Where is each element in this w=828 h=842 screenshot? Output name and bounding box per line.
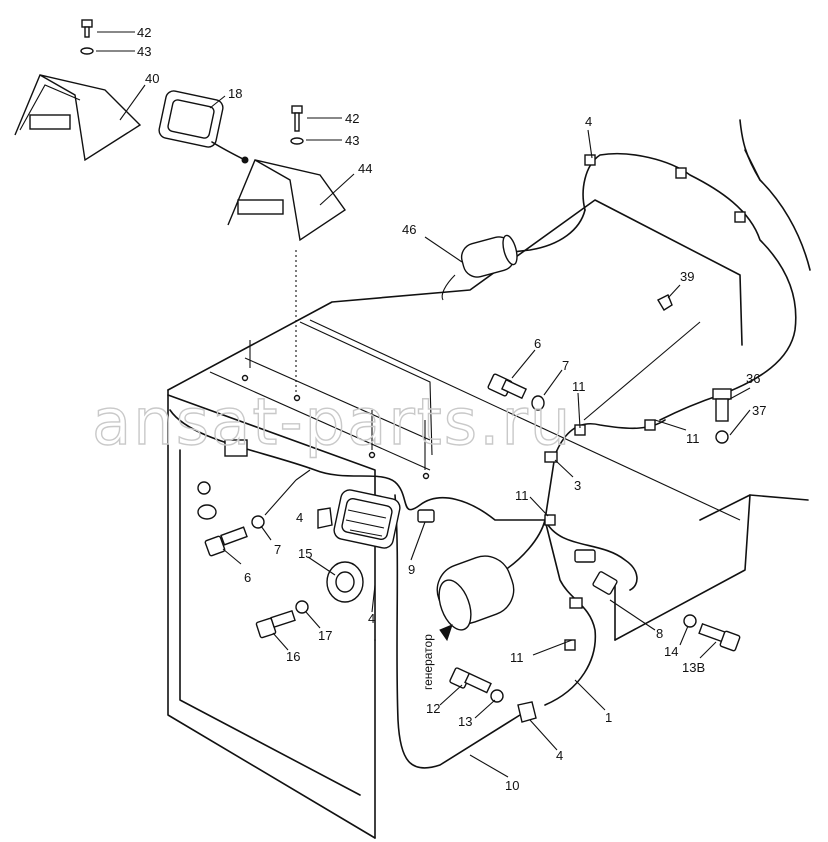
callout-44: 44 — [358, 161, 372, 176]
condenser-46 — [460, 234, 518, 278]
callout-4-left: 4 — [296, 510, 303, 525]
lamp-cover-40 — [14, 74, 142, 162]
bolt-36 — [712, 388, 732, 444]
connector-9 — [417, 509, 435, 523]
callout-11-b: 11 — [686, 431, 700, 446]
body-housing — [167, 199, 809, 839]
bolt-42-top — [80, 19, 94, 55]
bolt-13b — [683, 614, 741, 652]
callout-13: 13 — [458, 714, 472, 729]
callout-4-bottom: 4 — [556, 748, 563, 763]
work-lamp-18 — [158, 90, 249, 164]
callout-37: 37 — [752, 403, 766, 418]
callout-4-top: 4 — [585, 114, 592, 129]
watermark: ansat-parts.ru — [92, 386, 572, 460]
callout-11-c: 11 — [515, 488, 529, 503]
callout-3: 3 — [574, 478, 581, 493]
callout-40: 40 — [145, 71, 159, 86]
callout-10: 10 — [505, 778, 519, 793]
callout-39: 39 — [680, 269, 694, 284]
callout-43-top: 43 — [137, 44, 151, 59]
callout-43-mid: 43 — [345, 133, 359, 148]
alternator-label: генератор — [421, 634, 435, 690]
horn-15 — [326, 561, 364, 603]
bolt-16 — [255, 600, 309, 639]
callout-36: 36 — [746, 371, 760, 386]
callout-42-mid: 42 — [345, 111, 359, 126]
leader-lines — [96, 31, 751, 778]
callout-4-mid: 4 — [368, 611, 375, 626]
callout-15: 15 — [298, 546, 312, 561]
callout-6-right: 6 — [534, 336, 541, 351]
callout-1: 1 — [605, 710, 612, 725]
connector-4-bottom — [517, 701, 537, 723]
callout-14: 14 — [664, 644, 678, 659]
callout-16: 16 — [286, 649, 300, 664]
callout-6-left: 6 — [244, 570, 251, 585]
left-bolts — [197, 439, 265, 557]
bolt-12 — [449, 667, 504, 703]
relay-8 — [574, 549, 618, 595]
clamps — [544, 154, 746, 651]
callout-7-right: 7 — [562, 358, 569, 373]
callout-18: 18 — [228, 86, 242, 101]
callout-8: 8 — [656, 626, 663, 641]
callout-17: 17 — [318, 628, 332, 643]
bolt-42-mid — [290, 105, 304, 145]
callout-42-top: 42 — [137, 25, 151, 40]
callout-46: 46 — [402, 222, 416, 237]
callout-labels: 42 43 40 18 42 43 44 4 46 39 6 7 36 11 3… — [137, 25, 766, 793]
lamp-cover-44 — [227, 159, 346, 242]
callout-7-left: 7 — [274, 542, 281, 557]
callout-11-a: 11 — [572, 379, 586, 394]
alternator — [436, 555, 515, 642]
bolt-6-right — [487, 373, 545, 411]
work-lamp-center — [317, 489, 401, 549]
callout-13b: 13B — [682, 660, 705, 675]
callout-11-d: 11 — [510, 650, 524, 665]
callout-9: 9 — [408, 562, 415, 577]
clip-39 — [657, 294, 673, 311]
callout-12: 12 — [426, 701, 440, 716]
